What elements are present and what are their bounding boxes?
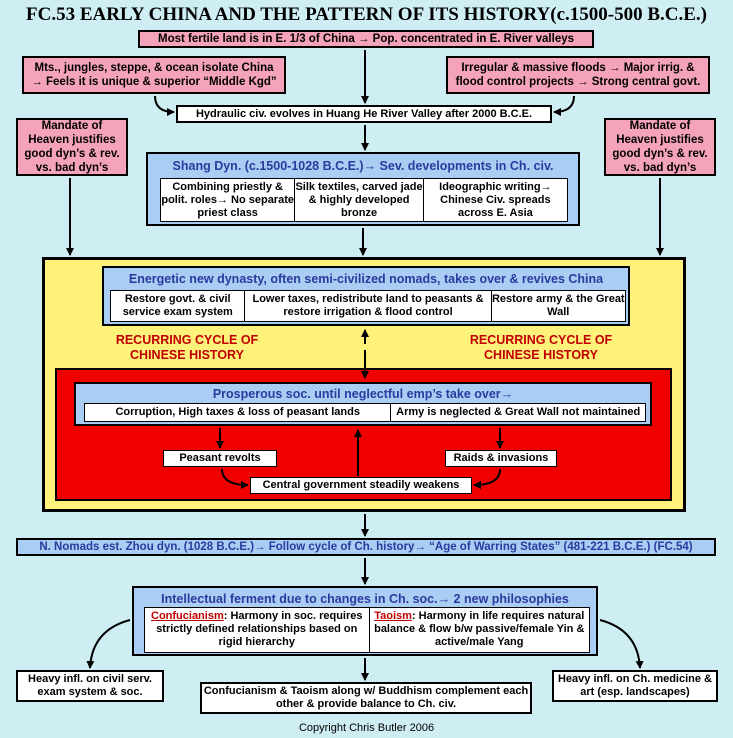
hydraulic-civ-box: Hydraulic civ. evolves in Huang He River… — [176, 105, 552, 123]
confucianism-name: Confucianism — [151, 610, 224, 622]
new-dynasty-title: Energetic new dynasty, often semi-civili… — [128, 272, 604, 286]
restore-army-cell: Restore army & the Great Wall — [491, 293, 625, 318]
shang-developments: Combining priestly & polit. roles→ No se… — [160, 178, 568, 222]
cycle-label-left: RECURRING CYCLE OF CHINESE HISTORY — [115, 333, 259, 362]
arrow-ferment-to-medicine — [599, 619, 644, 669]
taoism-name: Taoism — [374, 610, 412, 622]
army-neglect-cell: Army is neglected & Great Wall not maint… — [396, 406, 641, 418]
cycle-label-right: RECURRING CYCLE OF CHINESE HISTORY — [469, 333, 613, 362]
philosophies: Confucianism: Harmony in soc. requires s… — [144, 607, 590, 653]
shang-cell-priestly: Combining priestly & polit. roles→ No se… — [161, 179, 296, 221]
arrow-revolts-to-weakens — [221, 468, 249, 489]
zhou-box: N. Nomads est. Zhou dyn. (1028 B.C.E.)→ … — [16, 538, 716, 556]
civil-serv-box: Heavy infl. on civil serv. exam system &… — [16, 670, 164, 702]
shang-title: Shang Dyn. (c.1500-1028 B.C.E.)→ Sev. de… — [172, 159, 554, 173]
confucianism-text: : Harmony in soc. requires strictly defi… — [156, 610, 363, 648]
new-dynasty-panel: Energetic new dynasty, often semi-civili… — [102, 266, 630, 326]
fertile-land-box: Most fertile land is in E. 1/3 of China … — [138, 30, 594, 48]
geo-isolation-box: Mts., jungles, steppe, & ocean isolate C… — [22, 56, 286, 94]
govt-weakens-box: Central government steadily weakens — [250, 477, 472, 494]
arrow-isolation-to-hydraulic — [154, 95, 175, 116]
raids-box: Raids & invasions — [445, 450, 557, 467]
taoism-text: : Harmony in life requires natural balan… — [374, 610, 585, 648]
arrow-floods-to-hydraulic — [553, 95, 575, 116]
page-title: FC.53 EARLY CHINA AND THE PATTERN OF ITS… — [26, 4, 707, 25]
floods-box: Irregular & massive floods → Major irrig… — [446, 56, 710, 94]
arrow-raids-to-weakens — [473, 468, 501, 489]
complement-box: Confucianism & Taoism along w/ Buddhism … — [200, 682, 532, 714]
ferment-panel: Intellectual ferment due to changes in C… — [132, 586, 598, 656]
confucianism-cell: Confucianism: Harmony in soc. requires s… — [145, 608, 370, 652]
peasant-revolts-box: Peasant revolts — [163, 450, 277, 467]
shang-cell-silk: Silk textiles, carved jade & highly deve… — [295, 179, 424, 221]
mandate-right-box: Mandate of Heaven justifies good dyn’s &… — [604, 118, 716, 176]
taoism-cell: Taoism: Harmony in life requires natural… — [370, 608, 590, 652]
mandate-left-box: Mandate of Heaven justifies good dyn’s &… — [16, 118, 128, 176]
decline-causes: Corruption, High taxes & loss of peasant… — [84, 403, 646, 422]
corruption-cell: Corruption, High taxes & loss of peasant… — [85, 404, 392, 421]
restore-govt-cell: Restore govt. & civil service exam syste… — [111, 291, 246, 321]
shang-cell-writing: Ideographic writing→ Chinese Civ. spread… — [439, 180, 552, 219]
medicine-art-box: Heavy infl. on Ch. medicine & art (esp. … — [552, 670, 718, 702]
shang-panel: Shang Dyn. (c.1500-1028 B.C.E.)→ Sev. de… — [146, 152, 580, 226]
lower-taxes-cell: Lower taxes, redistribute land to peasan… — [245, 291, 492, 321]
arrow-ferment-to-civil — [86, 619, 131, 669]
copyright-footer: Copyright Chris Butler 2006 — [298, 722, 435, 734]
prosperous-panel: Prosperous soc. until neglectful emp’s t… — [74, 382, 652, 426]
ferment-title: Intellectual ferment due to changes in C… — [161, 592, 569, 606]
prosperous-title: Prosperous soc. until neglectful emp’s t… — [212, 387, 514, 401]
new-dynasty-actions: Restore govt. & civil service exam syste… — [110, 290, 626, 322]
